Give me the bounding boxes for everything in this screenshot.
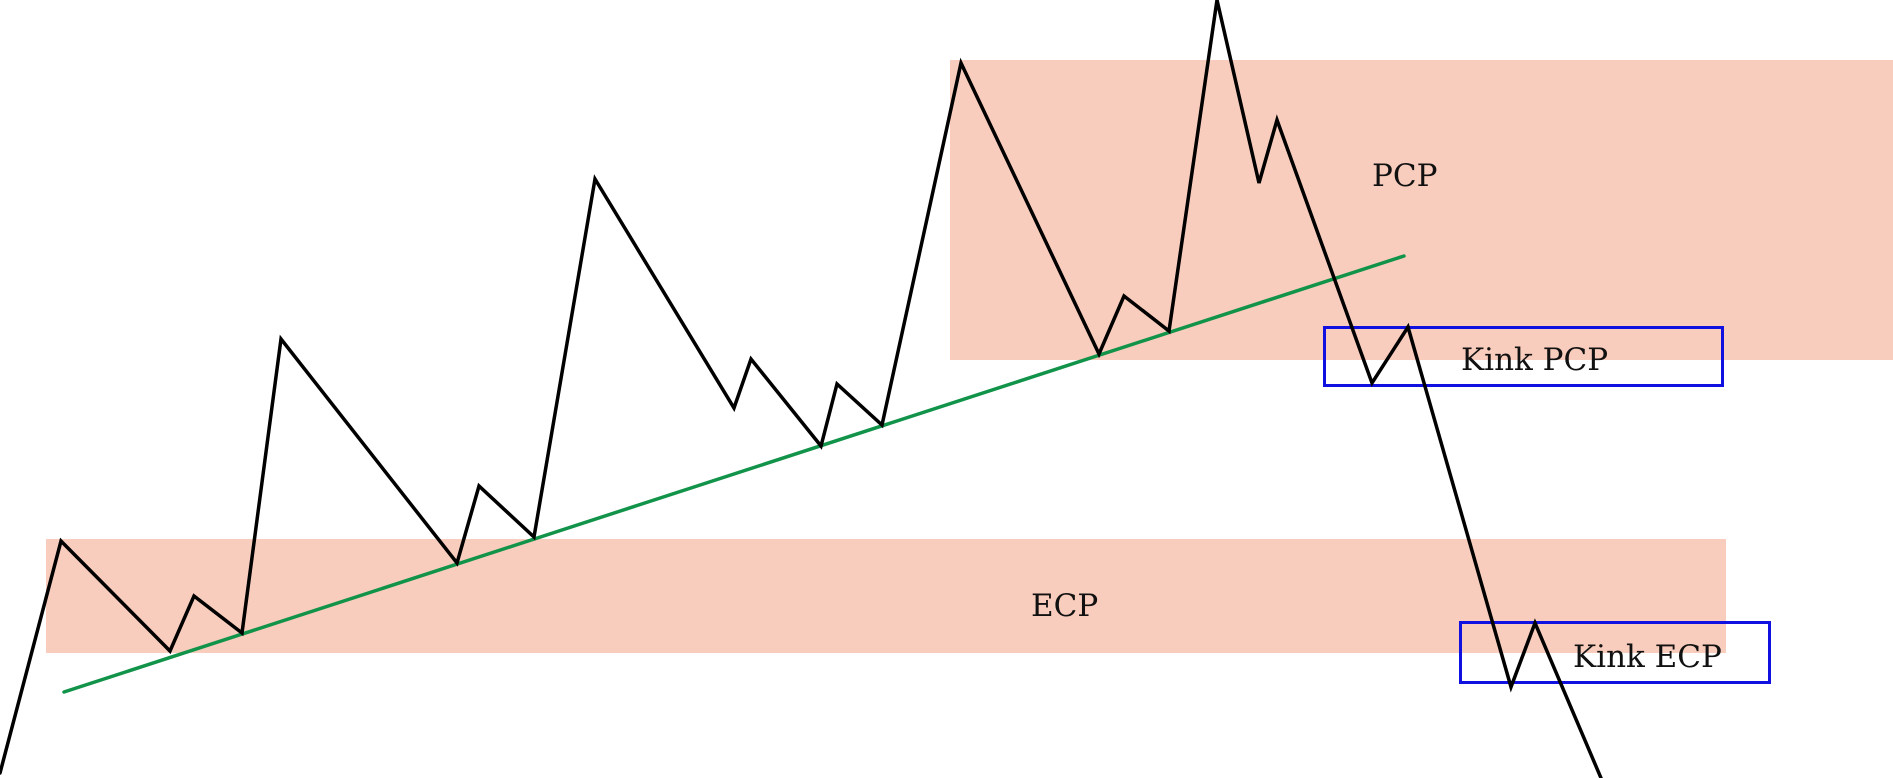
- kink-ecp-label: Kink ECP: [1573, 639, 1722, 675]
- pcp-zone: [950, 60, 1893, 360]
- price-line: [0, 0, 1603, 778]
- ecp-label: ECP: [1031, 588, 1098, 624]
- kink-ecp-box: [1459, 621, 1771, 684]
- kink-pcp-box: [1323, 326, 1724, 387]
- trend-line: [62, 254, 1406, 694]
- kink-pcp-label: Kink PCP: [1461, 342, 1608, 378]
- ecp-zone: [46, 539, 1726, 653]
- pcp-label: PCP: [1372, 158, 1437, 194]
